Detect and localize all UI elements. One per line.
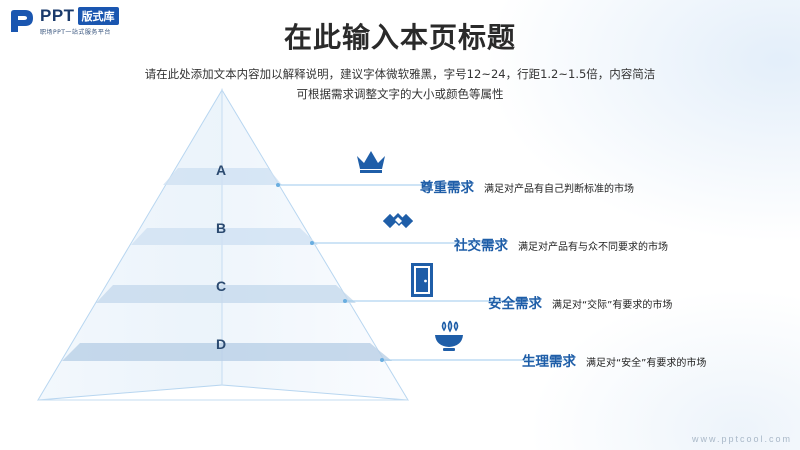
door-icon bbox=[411, 263, 433, 297]
level-letter-d: D bbox=[216, 336, 227, 352]
need-desc-d: 满足对“安全”有要求的市场 bbox=[586, 358, 707, 369]
need-row-b: 社交需求 满足对产品有与众不同要求的市场 bbox=[454, 234, 668, 254]
subtitle-line-1: 请在此处添加文本内容加以解释说明，建议字体微软雅黑，字号12~24，行距1.2~… bbox=[144, 67, 656, 81]
band-b bbox=[131, 228, 318, 245]
logo-brand: PPT bbox=[40, 6, 75, 25]
logo-tag: 版式库 bbox=[77, 7, 119, 25]
band-d bbox=[62, 343, 392, 361]
need-row-a: 尊重需求 满足对产品有自己判断标准的市场 bbox=[420, 176, 634, 196]
subtitle-line-2: 可根据需求调整文字的大小或颜色等属性 bbox=[296, 87, 504, 101]
level-letter-c: C bbox=[216, 278, 227, 294]
need-title-b: 社交需求 bbox=[454, 238, 508, 254]
need-desc-c: 满足对“交际”有要求的市场 bbox=[552, 300, 673, 311]
logo-tagline: 职场PPT一站式服务平台 bbox=[40, 29, 111, 36]
need-row-d: 生理需求 满足对“安全”有要求的市场 bbox=[522, 350, 706, 370]
brand-logo[interactable]: PPT 版式库 职场PPT一站式服务平台 bbox=[8, 6, 119, 36]
page-title: 在此输入本页标题 bbox=[283, 21, 516, 54]
food-bowl-icon bbox=[435, 320, 463, 351]
band-a bbox=[163, 168, 282, 185]
need-title-a: 尊重需求 bbox=[420, 180, 474, 196]
crown-icon bbox=[357, 151, 385, 173]
need-title-c: 安全需求 bbox=[488, 296, 542, 312]
handshake-icon bbox=[383, 213, 413, 229]
need-title-d: 生理需求 bbox=[522, 354, 576, 370]
page-subtitle: 请在此处添加文本内容加以解释说明，建议字体微软雅黑，字号12~24，行距1.2~… bbox=[0, 64, 800, 104]
level-letter-b: B bbox=[216, 220, 227, 236]
level-letter-a: A bbox=[216, 162, 227, 178]
need-desc-a: 满足对产品有自己判断标准的市场 bbox=[484, 184, 634, 195]
watermark: www.pptcool.com bbox=[691, 434, 792, 444]
ppt-logo-icon bbox=[11, 10, 33, 32]
need-row-c: 安全需求 满足对“交际”有要求的市场 bbox=[488, 292, 672, 312]
band-c bbox=[96, 285, 356, 303]
need-desc-b: 满足对产品有与众不同要求的市场 bbox=[518, 242, 668, 253]
